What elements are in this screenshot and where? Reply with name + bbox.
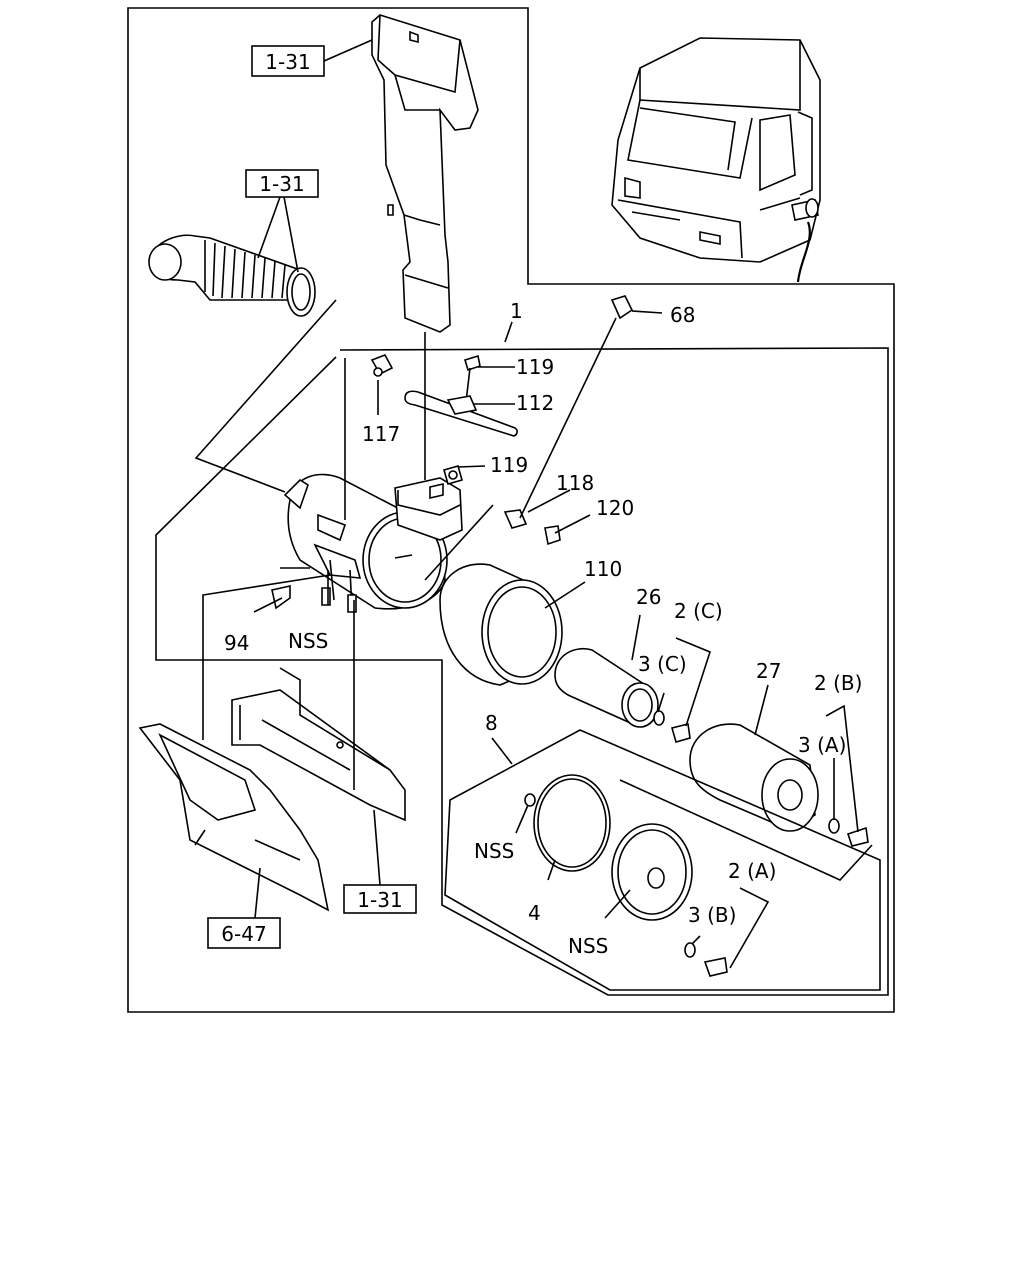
truck-cab-illustration [611, 37, 821, 283]
part-label-2b: 2 (B) [814, 671, 862, 695]
side-panel-6-47 [138, 723, 330, 912]
ref-box-hose [245, 169, 319, 198]
leader-lines [155, 39, 889, 996]
part-label-120: 120 [596, 496, 634, 520]
part-label-110: 110 [584, 557, 622, 581]
part-label-119-top: 119 [516, 355, 554, 379]
outer-frame [127, 7, 895, 1013]
part-label-117: 117 [362, 422, 400, 446]
part-label-2c: 2 (C) [674, 599, 723, 623]
ref-label-top: 1-31 [265, 50, 310, 74]
ref-box-bottom [343, 884, 417, 914]
part-label-2a: 2 (A) [728, 859, 776, 883]
part-label-3c: 3 (C) [638, 652, 687, 676]
part-label-nss-cover: NSS [568, 934, 608, 958]
part-label-nss-bracket: NSS [288, 629, 328, 653]
washers-and-wing-nuts [653, 710, 869, 977]
ref-label-bottom: 1-31 [357, 888, 402, 912]
ref-label-hose: 1-31 [259, 172, 304, 196]
part-label-112: 112 [516, 391, 554, 415]
part-label-27: 27 [756, 659, 781, 683]
ref-box-top [251, 45, 325, 77]
part-label-4: 4 [528, 901, 541, 925]
part-label-3a: 3 (A) [798, 733, 846, 757]
ref-box-panel [207, 917, 281, 949]
inner-filter-element-26 [554, 648, 659, 728]
part-label-3b: 3 (B) [688, 903, 736, 927]
part-label-1: 1 [510, 299, 523, 323]
part-label-8: 8 [485, 711, 498, 735]
ref-label-panel: 6-47 [221, 922, 266, 946]
seal-kit-8 [444, 729, 881, 991]
outer-filter-element-110 [439, 563, 563, 686]
part-label-118: 118 [556, 471, 594, 495]
part-label-119-mid: 119 [490, 453, 528, 477]
part-label-nss-washer: NSS [474, 839, 514, 863]
part-label-26: 26 [636, 585, 661, 609]
intake-snorkel-duct [371, 14, 479, 333]
part-label-68: 68 [670, 303, 695, 327]
mounting-bracket-frame [231, 667, 406, 822]
part-label-94: 94 [224, 631, 249, 655]
intake-hose-with-clamp [148, 234, 316, 317]
air-cleaner-housing [283, 473, 463, 613]
filter-element-27 [689, 723, 819, 832]
small-fittings-group [271, 295, 634, 610]
